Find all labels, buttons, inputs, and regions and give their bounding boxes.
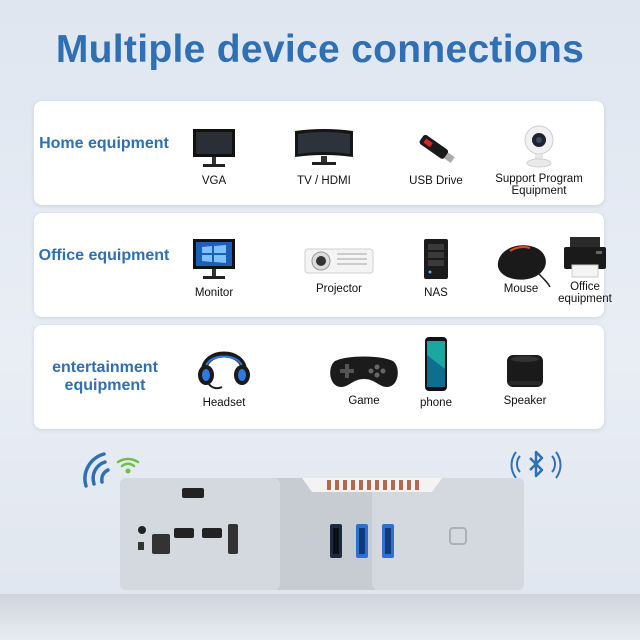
- device-label: Support Program Equipment: [495, 173, 583, 197]
- device-game: Game: [314, 353, 414, 407]
- device-label: Monitor: [194, 287, 234, 299]
- wifi-signal-icon: [83, 452, 140, 488]
- device-label: Office equipment: [558, 281, 612, 305]
- projector-icon: [304, 248, 374, 274]
- table-surface: [0, 594, 640, 640]
- device-label: Speaker: [503, 395, 547, 407]
- monitor-icon: [193, 129, 235, 167]
- device-vga: VGA: [164, 127, 264, 187]
- printer-icon: [564, 237, 606, 278]
- device-mouse: Mouse: [471, 237, 571, 295]
- curved-tv-icon: [295, 129, 353, 165]
- device-label: VGA: [201, 175, 227, 187]
- page-title: Multiple device connections: [55, 28, 585, 71]
- device-phone: phone: [386, 335, 486, 409]
- gamepad-icon: [330, 356, 398, 387]
- device-nas: NAS: [386, 237, 486, 299]
- usb-drive-icon: [419, 134, 455, 163]
- bluetooth-icon: [510, 450, 562, 479]
- monitor-icon: [193, 239, 235, 279]
- device-label: Game: [348, 395, 380, 407]
- category-label-home: Home equipment: [39, 135, 169, 152]
- device-label: NAS: [424, 287, 448, 299]
- device-label: Headset: [202, 397, 246, 409]
- speaker-icon: [507, 355, 543, 387]
- headset-icon: [198, 351, 250, 390]
- phone-icon: [425, 337, 447, 391]
- home-equipment-panel: Home equipment VGA TV / HDMI USB Drive S…: [34, 101, 604, 205]
- security-camera-icon: [524, 125, 554, 168]
- mouse-icon: [497, 245, 551, 287]
- device-tv-hdmi: TV / HDMI: [274, 127, 374, 187]
- category-label-entertainment: entertainment equipment: [52, 359, 158, 394]
- mini-pc-device: [120, 478, 524, 590]
- device-label: Projector: [315, 283, 363, 295]
- device-label: USB Drive: [409, 175, 463, 187]
- device-label: TV / HDMI: [297, 175, 351, 187]
- entertainment-equipment-panel: entertainment equipment Headset Game pho…: [34, 325, 604, 429]
- office-equipment-panel: Office equipment Monitor Projector NAS: [34, 213, 612, 317]
- device-usb-drive: USB Drive: [386, 127, 486, 187]
- device-label: phone: [420, 397, 452, 409]
- nas-icon: [424, 239, 448, 279]
- device-office-equipment: Office equipment: [550, 235, 620, 305]
- device-speaker: Speaker: [475, 351, 575, 407]
- device-program-equipment: Support Program Equipment: [489, 123, 589, 197]
- device-projector: Projector: [289, 243, 389, 295]
- device-headset: Headset: [174, 339, 274, 409]
- category-label-office: Office equipment: [38, 247, 170, 264]
- device-monitor: Monitor: [164, 237, 264, 299]
- device-label: Mouse: [503, 283, 539, 295]
